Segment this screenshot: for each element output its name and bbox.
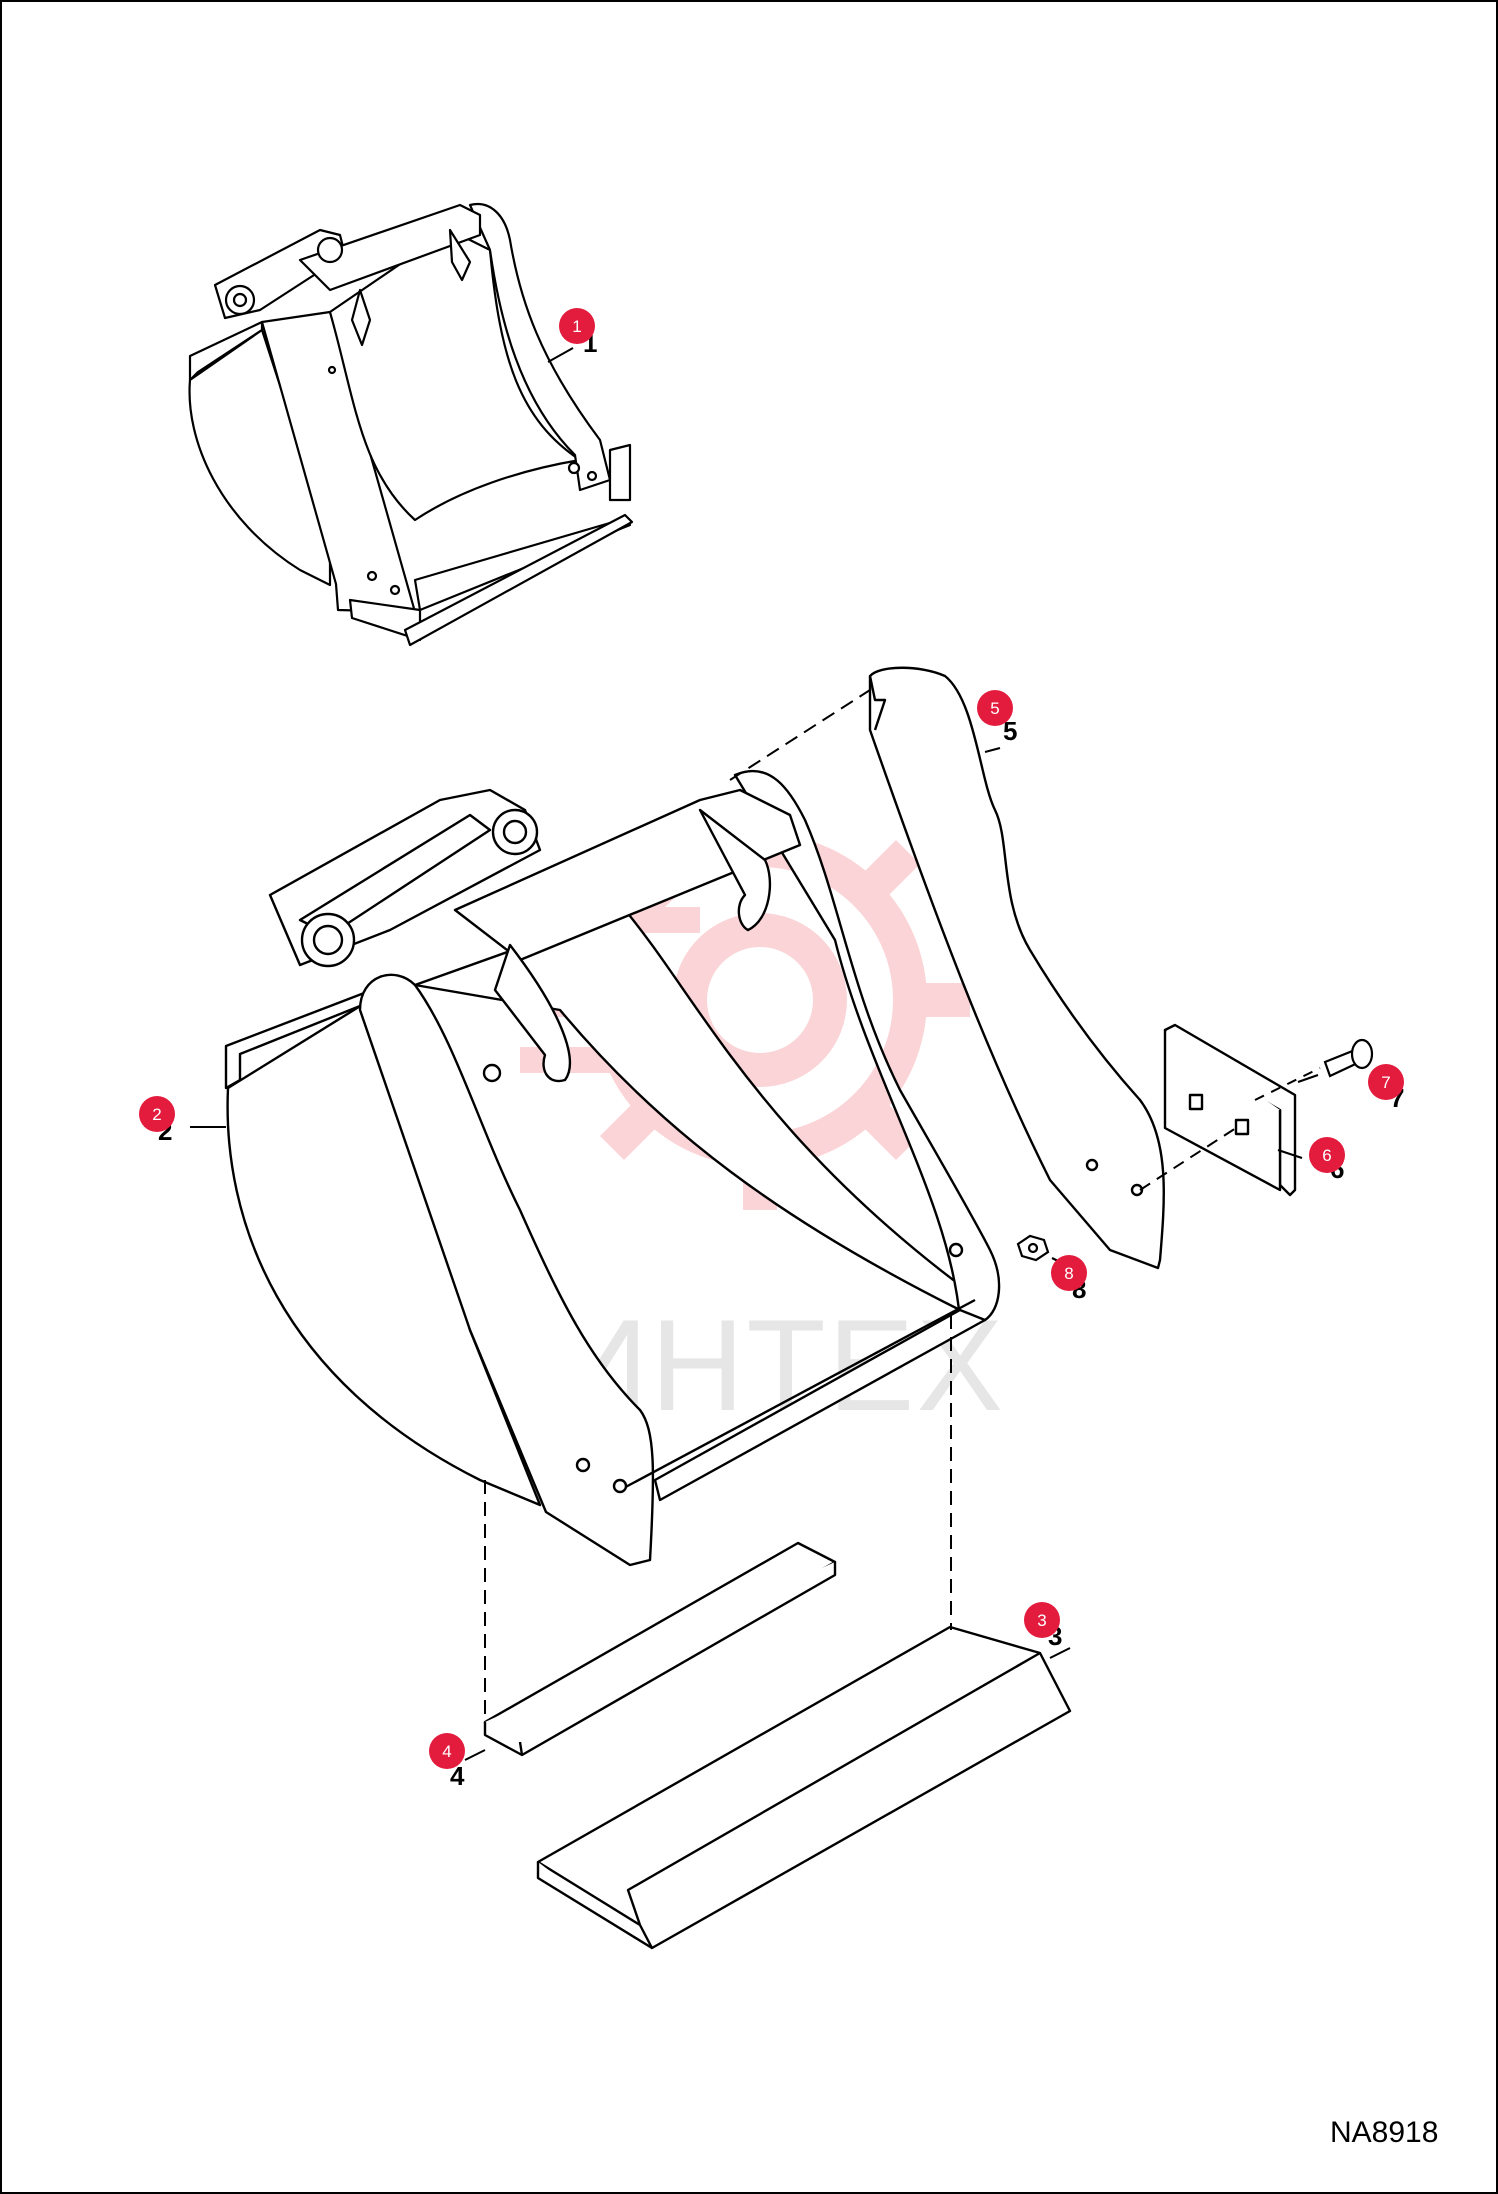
callout-2[interactable]: 2: [139, 1096, 175, 1132]
svg-text:5: 5: [990, 699, 999, 718]
svg-text:5: 5: [1003, 716, 1017, 746]
nut-drawing: [1016, 1234, 1073, 1269]
callout-8[interactable]: 8: [1051, 1255, 1087, 1291]
svg-text:7: 7: [1381, 1073, 1390, 1092]
callout-5[interactable]: 5: [977, 690, 1013, 726]
callout-7[interactable]: 7: [1368, 1064, 1404, 1100]
side-plate-drawing: [868, 666, 1165, 1270]
svg-text:2: 2: [152, 1105, 161, 1124]
drawing-code: NA8918: [1330, 2116, 1438, 2149]
bucket-body-drawing: [190, 769, 1001, 1567]
svg-text:4: 4: [442, 1742, 451, 1761]
assembly-line-side-plate: [729, 689, 871, 781]
cutting-edge-drawing: [536, 1625, 1072, 1950]
svg-text:4: 4: [450, 1761, 465, 1791]
assembly-line-bolt: [1254, 1067, 1321, 1101]
callout-4[interactable]: 4: [429, 1733, 465, 1769]
svg-text:1: 1: [572, 317, 581, 336]
callout-1[interactable]: 1: [559, 308, 595, 344]
svg-text:3: 3: [1037, 1611, 1046, 1630]
callout-6[interactable]: 6: [1309, 1137, 1345, 1173]
bucket-assembly-drawing: [188, 202, 634, 647]
callout-3[interactable]: 3: [1024, 1602, 1060, 1638]
side-cutter-drawing: [1163, 1023, 1303, 1197]
svg-text:8: 8: [1064, 1264, 1073, 1283]
bolt-drawing: [1297, 1038, 1374, 1084]
svg-text:6: 6: [1322, 1146, 1331, 1165]
wear-strip-drawing: [464, 1541, 837, 1761]
